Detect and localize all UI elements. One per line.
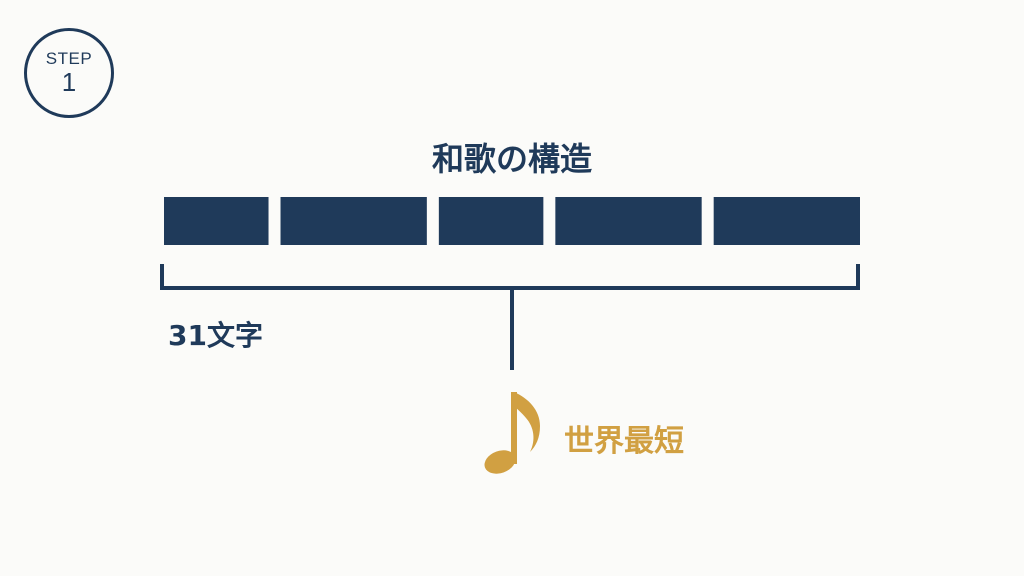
syllable-segment-5 xyxy=(713,197,860,245)
syllable-segment-1 xyxy=(164,197,269,245)
diagram-title: 和歌の構造 xyxy=(431,140,592,178)
character-count-label: 31文字 xyxy=(168,319,263,352)
syllable-segment-4 xyxy=(555,197,702,245)
step-number: 1 xyxy=(61,67,77,97)
shortest-in-world-label: 世界最短 xyxy=(564,424,684,459)
step-label: STEP xyxy=(45,49,93,68)
syllable-segment-2 xyxy=(280,197,427,245)
bracket-line xyxy=(160,264,860,290)
step-badge: STEP 1 xyxy=(24,28,114,118)
syllable-segment-3 xyxy=(438,197,544,245)
music-note-icon xyxy=(484,392,540,474)
syllable-segments xyxy=(164,197,860,245)
